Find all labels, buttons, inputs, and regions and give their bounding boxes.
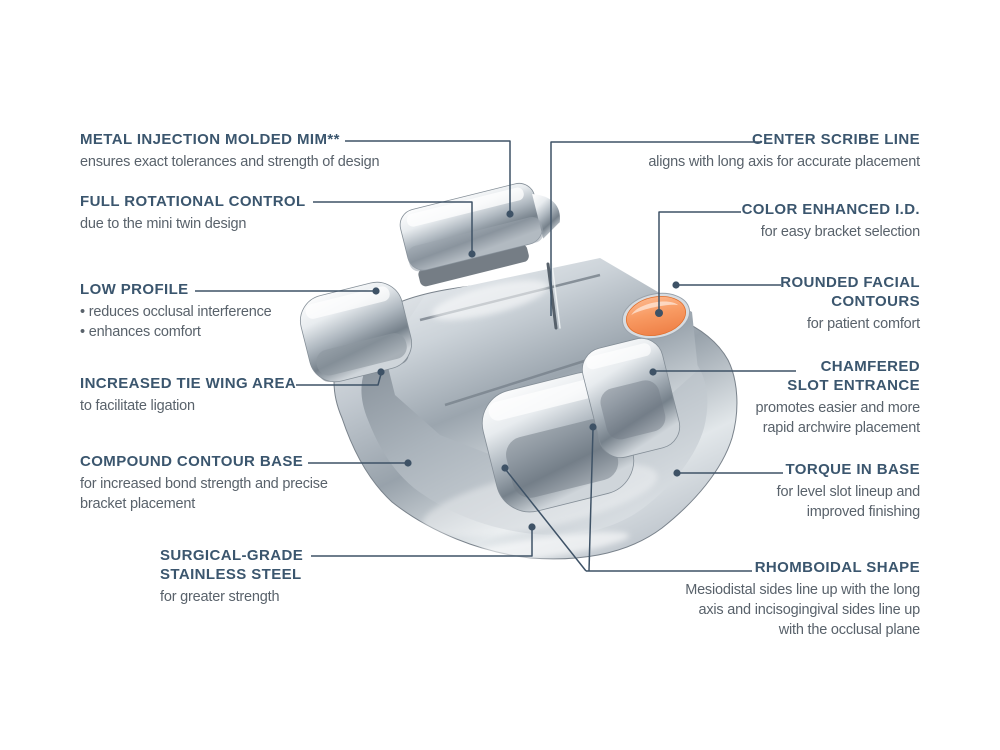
label-color-enhanced-id: COLOR ENHANCED I.D. for easy bracket sel… <box>610 200 921 242</box>
dot-full-rotational-control <box>468 250 476 258</box>
label-color-enhanced-id-desc: for easy bracket selection <box>760 224 920 240</box>
dot-rhomboidal-right <box>589 423 597 431</box>
label-metal-injection-molded: METAL INJECTION MOLDED MIM** ensures exa… <box>80 130 410 172</box>
label-center-scribe-line: CENTER SCRIBE LINE aligns with long axis… <box>610 130 920 172</box>
center-scribe-groove-highlight <box>551 263 561 329</box>
label-metal-injection-molded-title: METAL INJECTION MOLDED MIM** <box>80 131 340 148</box>
label-increased-tie-wing-area: INCREASED TIE WING AREA to facilitate li… <box>80 374 410 416</box>
dot-chamfered-slot-entrance <box>649 368 657 376</box>
leader-rhomboidal-branch-right <box>588 428 594 572</box>
dot-color-enhanced-id <box>655 309 663 317</box>
leader-center-scribe-line <box>550 141 762 316</box>
leader-full-rotational-control <box>313 201 473 252</box>
label-full-rotational-control: FULL ROTATIONAL CONTROL due to the mini … <box>80 192 410 234</box>
label-rhomboidal-shape: RHOMBOIDAL SHAPE Mesiodistal sides line … <box>610 558 920 640</box>
leader-rhomboidal-branch-left <box>505 469 587 572</box>
label-surgical-grade-stainless-steel: SURGICAL-GRADE STAINLESS STEEL for great… <box>160 546 490 607</box>
leader-surgical-grade <box>311 529 533 557</box>
label-rounded-facial-contours: ROUNDED FACIAL CONTOURS for patient comf… <box>610 273 920 334</box>
label-chamfered-slot-entrance-desc: promotes easier and more rapid archwire … <box>755 400 921 436</box>
label-low-profile-title: LOW PROFILE <box>80 281 189 298</box>
label-rounded-facial-contours-title: ROUNDED FACIAL CONTOURS <box>780 274 920 310</box>
label-torque-in-base-desc: for level slot lineup and improved finis… <box>776 484 921 520</box>
label-center-scribe-line-title: CENTER SCRIBE LINE <box>751 131 920 148</box>
label-rhomboidal-shape-title: RHOMBOIDAL SHAPE <box>754 559 920 576</box>
dot-torque-in-base <box>673 469 681 477</box>
dot-surgical-grade <box>528 523 536 531</box>
leader-dots <box>372 210 681 531</box>
label-surgical-grade-stainless-steel-desc: for greater strength <box>160 589 280 605</box>
label-torque-in-base: TORQUE IN BASE for level slot lineup and… <box>610 460 921 522</box>
body-highlight <box>431 280 549 320</box>
bracket-illustration <box>300 182 738 564</box>
label-center-scribe-line-desc: aligns with long axis for accurate place… <box>648 154 920 170</box>
label-low-profile-desc: • reduces occlusal interference • enhanc… <box>80 304 272 340</box>
dot-metal-injection-molded <box>506 210 514 218</box>
dot-compound-contour-base <box>404 459 412 467</box>
label-surgical-grade-stainless-steel-title: SURGICAL-GRADE STAINLESS STEEL <box>160 547 304 583</box>
dot-rhomboidal-left <box>501 464 509 472</box>
dot-low-profile <box>372 287 380 295</box>
dot-increased-tie-wing-area <box>377 368 385 376</box>
label-increased-tie-wing-area-title: INCREASED TIE WING AREA <box>80 375 297 392</box>
label-increased-tie-wing-area-desc: to facilitate ligation <box>80 398 195 414</box>
label-rhomboidal-shape-desc: Mesiodistal sides line up with the long … <box>685 582 920 638</box>
label-rounded-facial-contours-desc: for patient comfort <box>806 316 920 332</box>
leader-lines <box>195 140 796 572</box>
label-full-rotational-control-desc: due to the mini twin design <box>80 216 247 232</box>
label-chamfered-slot-entrance-title: CHAMFERED SLOT ENTRANCE <box>787 358 920 394</box>
label-metal-injection-molded-desc: ensures exact tolerances and strength of… <box>80 154 380 170</box>
label-compound-contour-base: COMPOUND CONTOUR BASE for increased bond… <box>80 452 410 514</box>
leader-color-enhanced-id <box>658 211 741 311</box>
label-chamfered-slot-entrance: CHAMFERED SLOT ENTRANCE promotes easier … <box>610 357 921 438</box>
top-tie-wing <box>399 182 560 287</box>
leader-increased-tie-wing-area <box>296 373 382 386</box>
leader-metal-injection-molded <box>345 140 511 212</box>
label-torque-in-base-title: TORQUE IN BASE <box>785 461 920 478</box>
label-low-profile: LOW PROFILE • reduces occlusal interfere… <box>80 280 410 342</box>
label-color-enhanced-id-title: COLOR ENHANCED I.D. <box>741 201 920 218</box>
center-scribe-groove <box>546 262 558 330</box>
color-id-dot <box>621 292 691 340</box>
label-compound-contour-base-desc: for increased bond strength and precise … <box>80 476 328 512</box>
right-tie-wing <box>581 338 681 458</box>
left-tie-wing <box>300 281 412 383</box>
label-compound-contour-base-title: COMPOUND CONTOUR BASE <box>80 453 304 470</box>
label-full-rotational-control-title: FULL ROTATIONAL CONTROL <box>80 193 306 210</box>
dot-rounded-facial-contours <box>672 281 680 289</box>
